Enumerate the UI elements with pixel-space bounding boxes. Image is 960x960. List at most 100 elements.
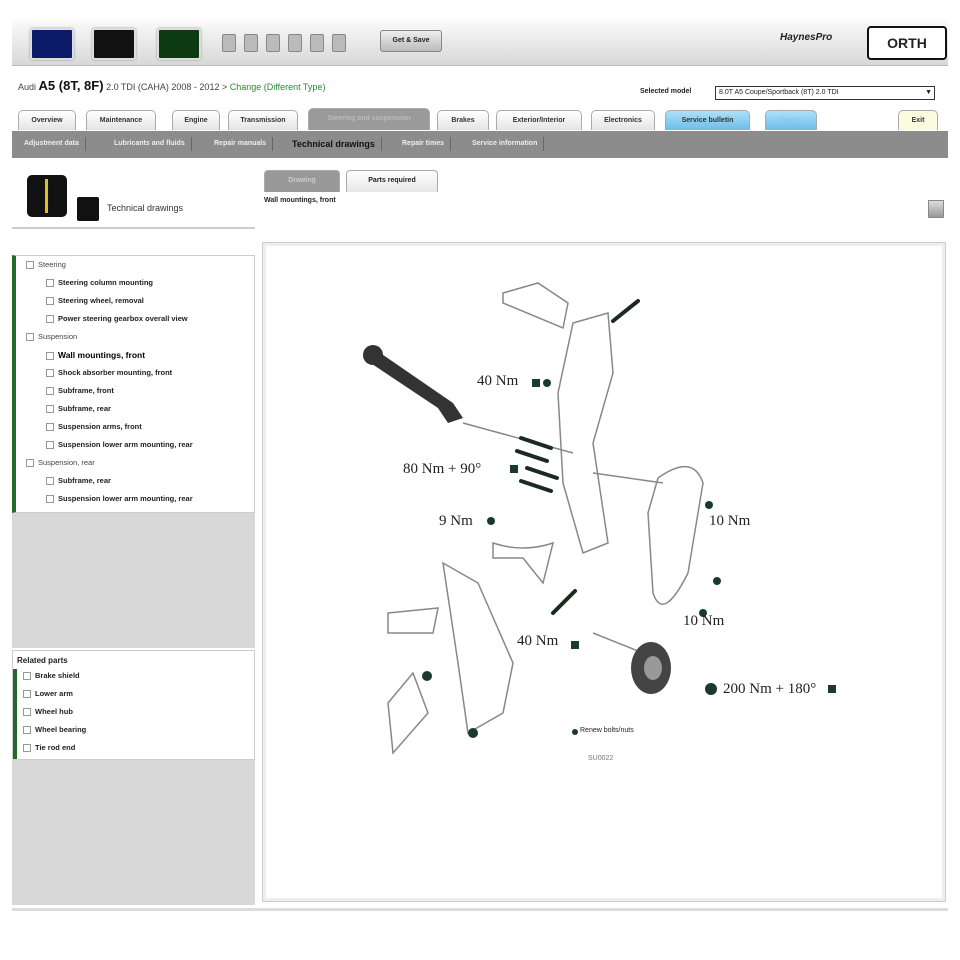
tree-item-label: Suspension, rear xyxy=(38,458,95,467)
related-part-item[interactable]: Tie rod end xyxy=(23,743,76,753)
service-icon[interactable] xyxy=(92,28,136,60)
tree-item[interactable]: Suspension xyxy=(26,332,77,342)
scroll-button[interactable] xyxy=(928,200,944,218)
tab-search[interactable]: Search xyxy=(765,110,817,130)
brake-shield-part xyxy=(647,465,704,605)
figure-id: SU0022 xyxy=(588,755,614,762)
related-part-label: Brake shield xyxy=(35,671,80,680)
tree-item-label: Suspension lower arm mounting, rear xyxy=(58,440,193,449)
lower-link-part xyxy=(492,541,555,585)
change-vehicle-link[interactable]: Change (Different Type) xyxy=(229,82,326,92)
torque-label: 80 Nm + 90° xyxy=(403,461,482,477)
subtab-lubricants[interactable]: Lubricants and fluids xyxy=(108,137,192,151)
toolbar: Get & Save HaynesPro ORTH xyxy=(12,20,948,66)
torque-label: 9 Nm xyxy=(439,513,473,529)
related-part-item[interactable]: Wheel bearing xyxy=(23,725,87,735)
torque-label: 40 Nm xyxy=(477,373,519,389)
tree-item-label: Power steering gearbox overall view xyxy=(58,314,188,323)
orth-logo: ORTH xyxy=(867,26,947,60)
tab-transmission[interactable]: Transmission xyxy=(228,110,298,130)
tab-drawing[interactable]: Drawing xyxy=(264,170,340,192)
subtab-repair-manuals[interactable]: Repair manuals xyxy=(208,137,274,151)
vehicle-model: A5 (8T, 8F) xyxy=(38,78,104,93)
tab-parts-required[interactable]: Parts required xyxy=(346,170,438,192)
tree-item-label: Steering xyxy=(38,260,66,269)
related-part-label: Wheel bearing xyxy=(35,725,87,734)
suspension-diagram xyxy=(363,282,836,755)
document-icon[interactable] xyxy=(244,34,258,52)
related-part-item[interactable]: Wheel hub xyxy=(23,707,73,717)
vehicle-make: Audi xyxy=(18,82,37,92)
subtab-adjustment-data[interactable]: Adjustment data xyxy=(18,137,86,151)
tab-electronics[interactable]: Electronics xyxy=(591,110,655,130)
related-part-item[interactable]: Lower arm xyxy=(23,689,73,699)
checkbox-icon xyxy=(46,441,54,450)
tree-item[interactable]: Power steering gearbox overall view xyxy=(46,314,188,324)
tree-item-label: Suspension lower arm mounting, rear xyxy=(58,494,193,503)
tree-item-label: Suspension arms, front xyxy=(58,422,142,431)
tie-rod-part xyxy=(363,348,463,423)
subtab-technical-drawings[interactable]: Technical drawings xyxy=(286,137,382,151)
tab-service-bulletin[interactable]: Service bulletin xyxy=(665,110,750,130)
tab-overview[interactable]: Overview xyxy=(18,110,76,130)
tab-exterior-interior[interactable]: Exterior/Interior xyxy=(496,110,582,130)
subtab-bar: Adjustment data Lubricants and fluids Re… xyxy=(12,131,948,158)
haynespro-logo: HaynesPro xyxy=(780,32,833,43)
tree-item-label: Subframe, front xyxy=(58,386,114,395)
tree-item[interactable]: Subframe, front xyxy=(46,386,114,396)
steering-knuckle-part xyxy=(557,312,614,555)
small-drawing-icon xyxy=(77,197,99,221)
tab-engine[interactable]: Engine xyxy=(172,110,220,130)
tree-item[interactable]: Suspension lower arm mounting, rear xyxy=(46,440,193,450)
tree-item-label: Steering column mounting xyxy=(58,278,153,287)
bolt xyxy=(551,589,577,615)
divider xyxy=(12,908,948,911)
check-icon[interactable] xyxy=(332,34,346,52)
print-icon[interactable] xyxy=(222,34,236,52)
tree-item[interactable]: Steering xyxy=(26,260,66,270)
tree-item[interactable]: Subframe, rear xyxy=(46,476,111,486)
tree-item[interactable]: Shock absorber mounting, front xyxy=(46,368,172,378)
related-part-label: Tie rod end xyxy=(35,743,76,752)
related-part-label: Lower arm xyxy=(35,689,73,698)
empty-panel xyxy=(12,513,255,648)
torque-label: 10 Nm xyxy=(683,613,725,629)
tab-brakes[interactable]: Brakes xyxy=(437,110,489,130)
model-select[interactable]: 8.0T A5 Coupe/Sportback (8T) 2.0 TDI▼ xyxy=(715,86,935,100)
checkbox-icon xyxy=(46,351,54,360)
tools-icon[interactable] xyxy=(288,34,302,52)
tree-item[interactable]: Wall mountings, front xyxy=(46,350,145,360)
checkbox-icon xyxy=(46,369,54,378)
car-icon[interactable] xyxy=(30,28,74,60)
get-save-button[interactable]: Get & Save xyxy=(380,30,442,52)
upper-arm-part xyxy=(502,282,569,330)
tree-item[interactable]: Suspension, rear xyxy=(26,458,95,468)
tree-item[interactable]: Steering wheel, removal xyxy=(46,296,144,306)
legend-text: Renew bolts/nuts xyxy=(580,727,634,734)
carrier-part xyxy=(442,561,514,735)
tab-maintenance[interactable]: Maintenance xyxy=(86,110,156,130)
drawing-icon xyxy=(27,175,67,217)
checkbox-icon xyxy=(23,672,31,681)
related-part-item[interactable]: Brake shield xyxy=(23,671,80,681)
battery-icon[interactable] xyxy=(157,28,201,60)
torque-label: 40 Nm xyxy=(517,633,559,649)
tree-item[interactable]: Suspension lower arm mounting, rear xyxy=(46,494,193,504)
tree-item[interactable]: Steering column mounting xyxy=(46,278,153,288)
checkbox-icon xyxy=(46,405,54,414)
checkbox-icon xyxy=(46,477,54,486)
tree-item[interactable]: Subframe, rear xyxy=(46,404,111,414)
subtab-service-information[interactable]: Service information xyxy=(466,137,545,151)
trash-icon[interactable] xyxy=(266,34,280,52)
exit-button[interactable]: Exit xyxy=(898,110,938,130)
empty-panel xyxy=(12,760,255,905)
tab-steering-suspension[interactable]: Steering and suspension xyxy=(308,108,430,130)
vehicle-breadcrumb: Audi A5 (8T, 8F) 2.0 TDI (CAHA) 2008 - 2… xyxy=(18,78,325,93)
subtab-repair-times[interactable]: Repair times xyxy=(396,137,452,151)
checkbox-icon xyxy=(23,708,31,717)
tree-item[interactable]: Suspension arms, front xyxy=(46,422,142,432)
help-icon[interactable] xyxy=(310,34,324,52)
checkbox-icon xyxy=(23,726,31,735)
